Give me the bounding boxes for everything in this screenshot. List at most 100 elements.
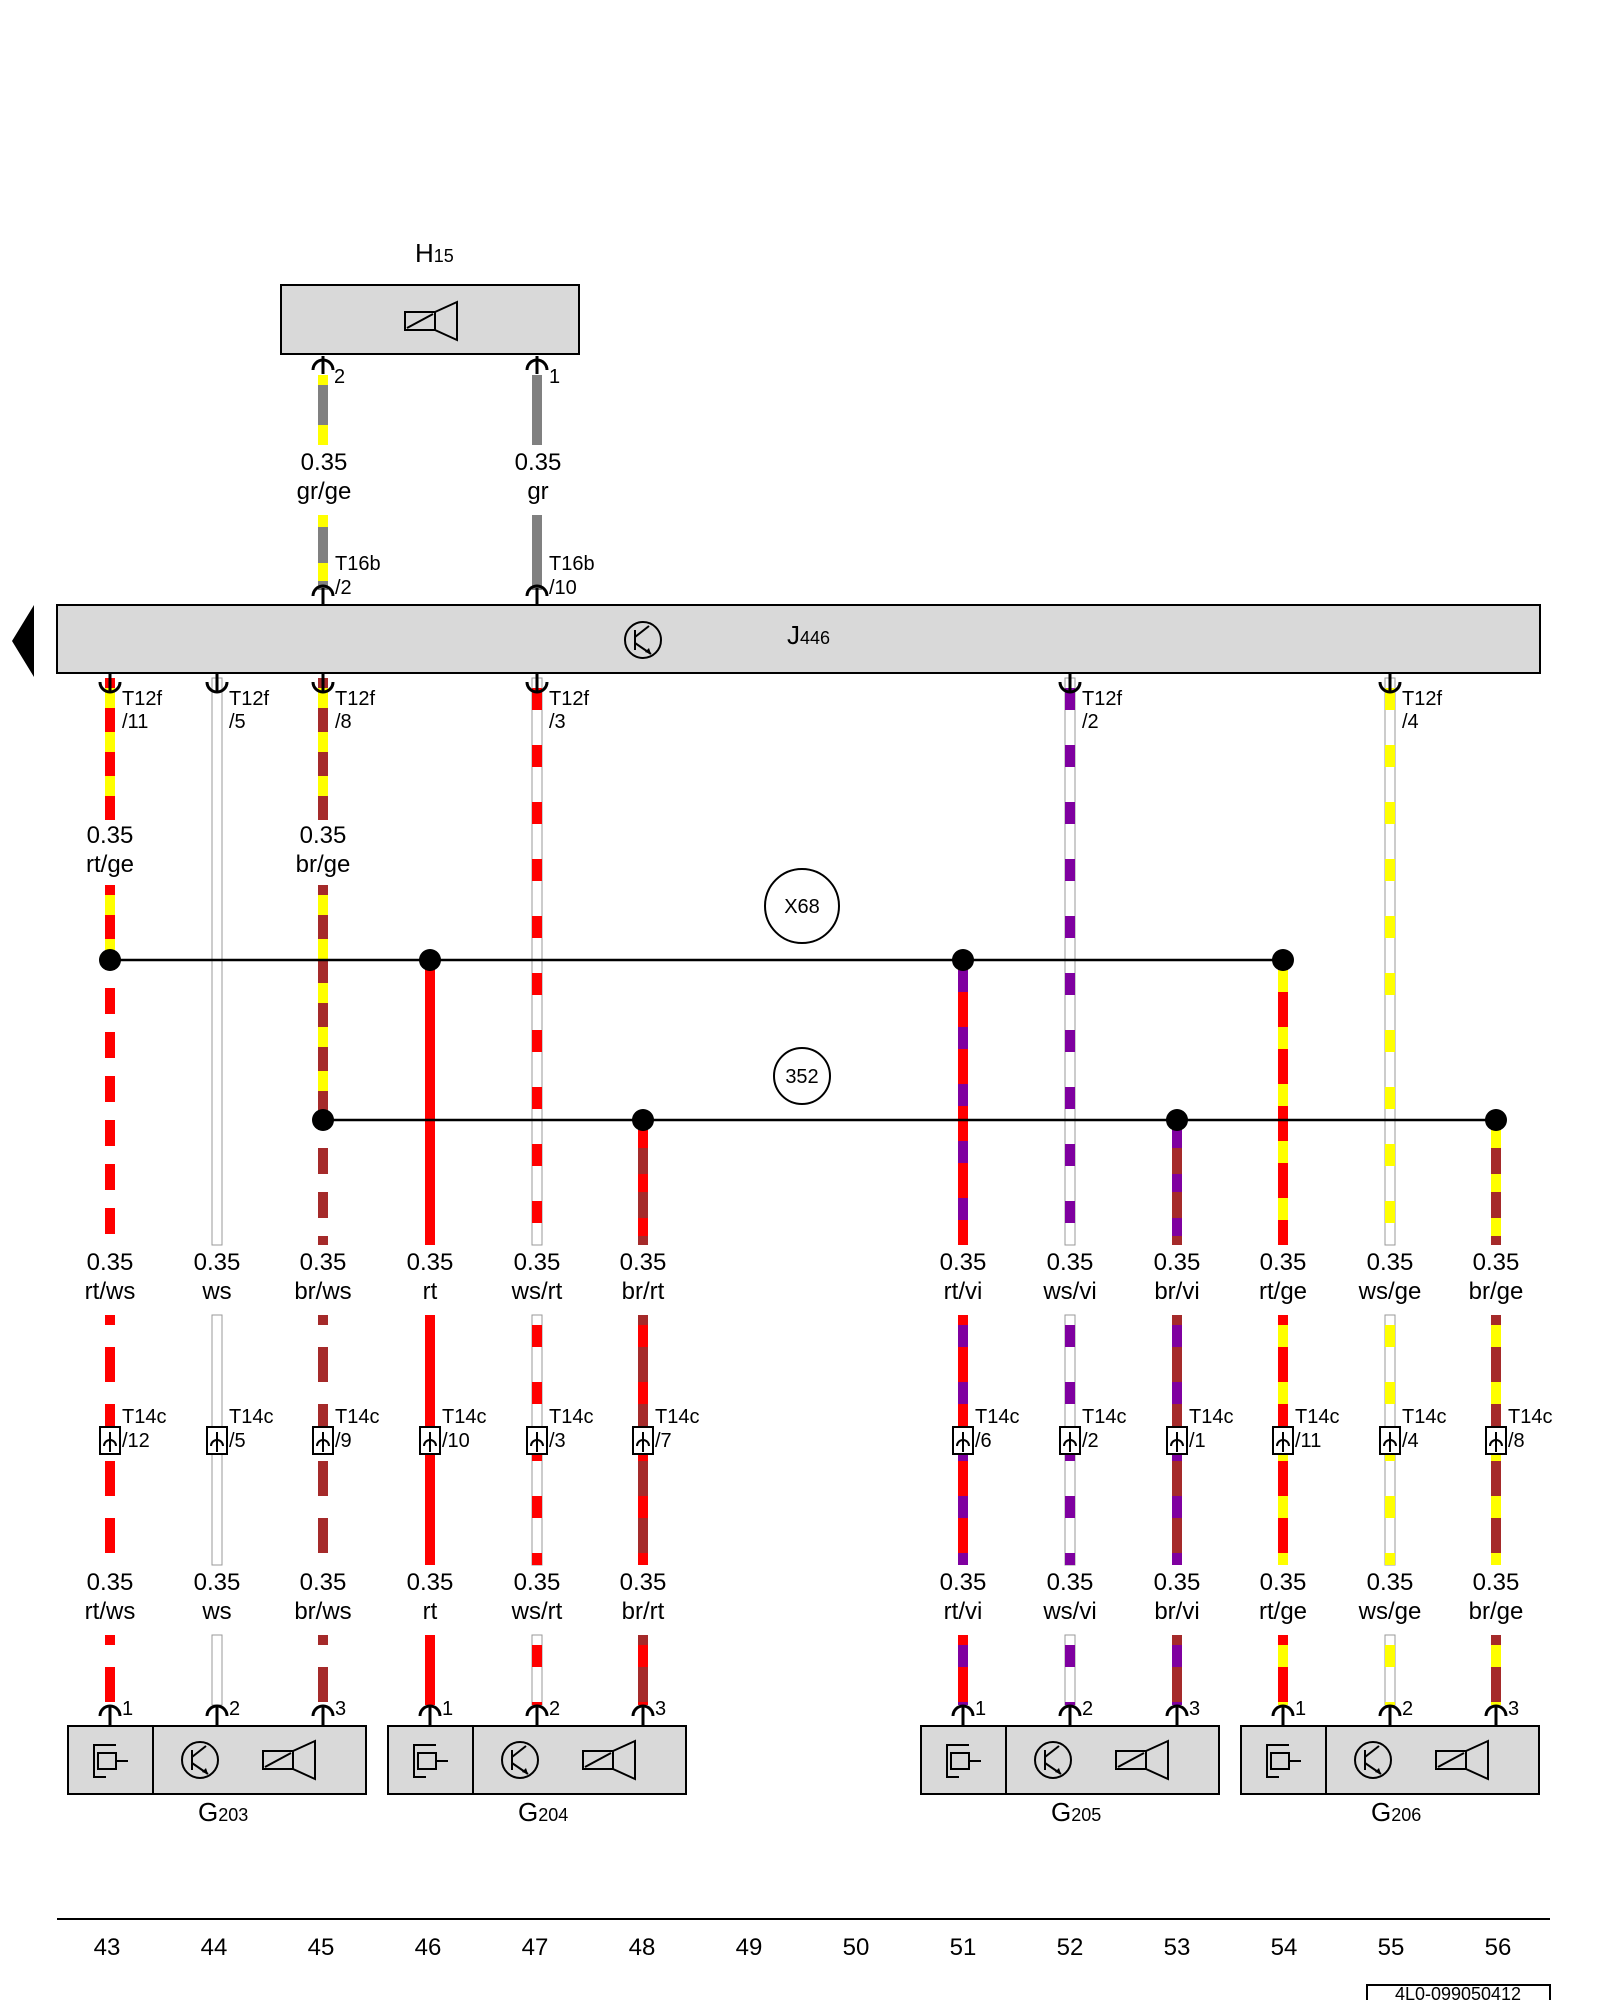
wire-stripe [1385,1496,1395,1518]
wire-color-label: br/ws [294,1278,351,1305]
wire-stripe [532,1087,542,1109]
wire-body [318,1635,328,1705]
h15-pin2-connector: 2 [311,356,345,388]
wire-color-label: rt [423,1598,438,1625]
wire-size-label: 0.35 [87,1569,134,1596]
sensor-connector-icon [1266,1744,1301,1778]
j446-output-connector: T12f/3 [525,674,589,733]
wire-lower-9 [1278,1635,1288,1705]
buses: X68 352 [110,868,1496,1122]
stripe [318,515,328,527]
wire-stripe [1491,1130,1501,1148]
wire-stripe [1172,1702,1182,1705]
wire-lower-6 [958,1635,968,1705]
wire-stripe [1065,1030,1075,1052]
bus-label: 352 [785,1066,818,1088]
wire-size-label: 0.35 [1367,1249,1414,1276]
wire-body [638,1635,648,1705]
connector-pin: /4 [1402,711,1419,733]
wire-stripe [638,1218,648,1236]
sensor-pin-label: 3 [1508,1698,1519,1720]
wire-stripe [1385,1030,1395,1052]
label-bg [497,1248,577,1312]
wire-rt [425,960,435,1245]
connector-ref: T14c [655,1406,699,1428]
wire-color-label: br/ge [296,851,351,878]
wire-stripe [1172,1496,1182,1518]
connector-ref: T14c [335,1406,379,1428]
wire-stripe [1065,688,1075,710]
sensor-pin-connector: 3 [311,1698,346,1726]
wire-stripe [1065,1201,1075,1223]
label-bg [1030,1248,1110,1312]
wire-lower-7 [1064,1634,1076,1706]
wire-body [958,1635,968,1705]
sensor-pin-connector: 3 [1484,1698,1519,1726]
wire-stripe [638,1496,648,1518]
wire-stripe [1491,1218,1501,1236]
wire-size-label: 0.35 [87,1249,134,1276]
wire-stripe [1278,1198,1288,1220]
wire-color-label: gr/ge [297,478,352,505]
connector-pin: /2 [335,577,352,599]
sensor-pin-label: 1 [975,1698,986,1720]
connector-ref: T14c [122,1406,166,1428]
wire-color-label: rt/ge [1259,1278,1307,1305]
wire-color-label: br/vi [1154,1278,1199,1305]
transistor-icon [624,621,662,659]
wire-stripe [318,1645,328,1667]
junction-dot [952,949,974,971]
wire-size-label: 0.35 [194,1249,241,1276]
transistor-icon [181,1741,219,1779]
t14c-connector: T14c/8 [1485,1406,1552,1455]
h15-label: H15 [415,238,454,268]
wire-color-label: rt/ws [85,1598,136,1625]
wire-size-label: 0.35 [1154,1569,1201,1596]
connector-ref: T14c [1189,1406,1233,1428]
wire-size-label: 0.35 [407,1569,454,1596]
junction-dot [99,949,121,971]
sensor-g203: G203 [67,1725,367,1827]
column-number: 49 [736,1934,763,1961]
wire-stripe [1385,802,1395,824]
label-bg [390,1248,470,1312]
wire-stripe [1065,1553,1075,1565]
wire-stripe [105,1058,115,1076]
wire-stripe [532,1382,542,1404]
column-number: 46 [415,1934,442,1961]
wire-color-label: gr [527,478,548,505]
wire-rt-ge-upper-2 [105,885,115,960]
wire-stripe [318,1553,328,1565]
connector-pin: /9 [335,1430,352,1452]
wire-body [105,1635,115,1705]
connector-pin: /12 [122,1430,150,1452]
wire-stripe [318,1174,328,1192]
column-number: 56 [1485,1934,1512,1961]
wire-stripe [105,970,115,988]
wire-stripe [532,1645,542,1667]
wire-stripe [105,1325,115,1347]
wire-stripe [318,1071,328,1091]
doc-id: 4L0-099050412 [1395,1984,1521,2000]
wire-stripe [1065,859,1075,881]
wire-color-label: ws [201,1278,231,1305]
j446-label: J446 [787,620,830,650]
wire-size-label: 0.35 [1473,1569,1520,1596]
wire-stripe [532,1201,542,1223]
wire-color-label: ws/ge [1358,1598,1422,1625]
sensor-pin-connector: 2 [525,1698,560,1726]
wire-stripe [1491,1382,1501,1404]
bus-badge-x68 [764,868,840,944]
wire-br-ge [1491,1120,1501,1245]
label-bg [1350,1568,1430,1632]
label-bg [177,1568,257,1632]
label-bg [1137,1568,1217,1632]
wire-h15-pin2-lower [318,515,328,590]
wire-size-label: 0.35 [620,1569,667,1596]
speaker-icon [582,1739,636,1781]
wire-color-label: br/ws [294,1598,351,1625]
wire-ws [211,677,223,1246]
sensor-label: G204 [518,1797,568,1827]
wire-size-label: 0.35 [300,1569,347,1596]
